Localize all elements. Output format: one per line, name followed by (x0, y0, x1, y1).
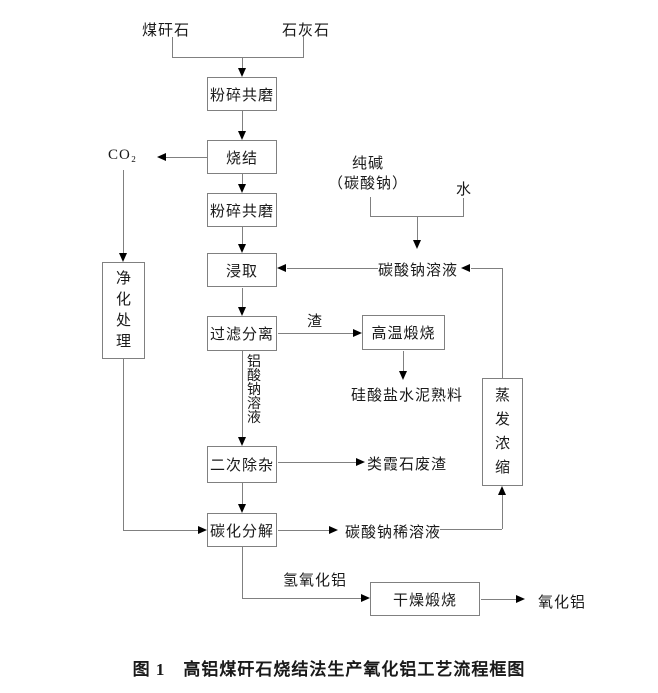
arrow-right-icon (356, 458, 365, 466)
arrow-left-icon (157, 153, 166, 161)
flow-line (481, 599, 517, 600)
soda-ash-line1: 纯碱 (351, 156, 384, 172)
arrow-right-icon (361, 594, 370, 602)
label-sodium-aluminate-solution: 铝酸钠溶液 (247, 355, 261, 426)
box-label: 净化处理 (115, 270, 131, 350)
flow-line (242, 111, 243, 132)
box-label: 蒸发浓缩 (494, 388, 510, 476)
process-box-evaporation-concentration: 蒸发浓缩 (482, 378, 523, 486)
flow-line (303, 36, 304, 57)
box-label: 粉碎共磨 (209, 87, 274, 104)
arrow-right-icon (329, 526, 338, 534)
arrow-down-icon (238, 184, 246, 193)
arrow-right-icon (198, 526, 207, 534)
label-limestone: 石灰石 (282, 23, 331, 39)
label-nepheline-waste: 类霞石废渣 (367, 457, 448, 473)
arrow-down-icon (238, 131, 246, 140)
box-label: 高温煅烧 (371, 326, 436, 342)
process-box-high-temp-calcination: 高温煅烧 (362, 315, 445, 350)
flow-line (123, 359, 124, 530)
flow-line (287, 268, 378, 269)
process-box-sinter: 烧结 (207, 140, 277, 174)
label-co2: CO₂ (108, 147, 138, 163)
flow-line (403, 351, 404, 372)
process-box-purification: 净化处理 (102, 262, 145, 359)
flow-line (463, 198, 464, 216)
flow-line (370, 197, 371, 216)
flow-line (278, 333, 353, 334)
arrow-down-icon (238, 307, 246, 316)
process-box-crush-grind-2: 粉碎共磨 (207, 193, 277, 227)
label-cement-clinker: 硅酸盐水泥熟料 (351, 388, 464, 404)
flow-line (502, 268, 503, 378)
label-aluminum-hydroxide: 氢氧化铝 (283, 573, 348, 589)
arrow-up-icon (498, 486, 506, 495)
box-label: 碳化分解 (209, 523, 274, 540)
flow-line (278, 462, 357, 463)
flow-line (123, 170, 124, 254)
soda-ash-line2: （碳酸钠） (327, 176, 408, 192)
figure-caption: 图 1 高铝煤矸石烧结法生产氧化铝工艺流程框图 (132, 660, 526, 679)
label-soda-solution: 碳酸钠溶液 (378, 263, 459, 279)
arrow-down-icon (238, 244, 246, 253)
flow-line (242, 57, 243, 69)
arrow-down-icon (238, 68, 246, 77)
arrow-left-icon (461, 264, 470, 272)
flow-line (172, 37, 173, 57)
arrow-down-icon (238, 504, 246, 513)
flow-line (242, 547, 243, 598)
arrow-right-icon (516, 595, 525, 603)
process-box-filter-separation: 过滤分离 (207, 316, 277, 351)
flow-line (471, 268, 502, 269)
process-box-carbonation-decomposition: 碳化分解 (207, 513, 277, 547)
label-dilute-soda-solution: 碳酸钠稀溶液 (345, 525, 442, 541)
process-box-crush-grind-1: 粉碎共磨 (207, 77, 277, 111)
flow-line (123, 530, 199, 531)
box-label: 二次除杂 (209, 458, 274, 474)
flow-line (242, 483, 243, 505)
arrow-left-icon (277, 264, 286, 272)
label-alumina: 氧化铝 (538, 595, 587, 611)
label-slag: 渣 (307, 314, 324, 330)
flow-line (242, 288, 243, 308)
box-label: 浸取 (225, 263, 258, 280)
flow-line (172, 57, 304, 58)
flow-line (242, 174, 243, 185)
arrow-down-icon (119, 253, 127, 262)
box-label: 过滤分离 (209, 327, 274, 343)
flow-line (417, 216, 418, 241)
arrow-down-icon (399, 371, 407, 380)
process-box-drying-calcination: 干燥煅烧 (370, 582, 480, 616)
arrow-right-icon (353, 329, 362, 337)
label-soda-ash: 纯碱 （碳酸钠） (326, 154, 410, 194)
arrow-down-icon (238, 437, 246, 446)
box-label: 粉碎共磨 (209, 203, 274, 220)
flow-line (166, 157, 207, 158)
process-box-secondary-impurity-removal: 二次除杂 (207, 446, 277, 483)
flow-line (242, 227, 243, 245)
label-coal-gangue: 煤矸石 (142, 23, 191, 39)
box-label: 干燥煅烧 (392, 592, 457, 609)
process-box-leach: 浸取 (207, 253, 277, 287)
flow-line (242, 598, 362, 599)
flow-line (440, 529, 502, 530)
arrow-down-icon (413, 240, 421, 249)
flow-line (502, 495, 503, 529)
box-label: 烧结 (225, 150, 258, 167)
flow-line (242, 351, 243, 438)
label-water: 水 (456, 182, 473, 198)
flow-line (278, 530, 330, 531)
